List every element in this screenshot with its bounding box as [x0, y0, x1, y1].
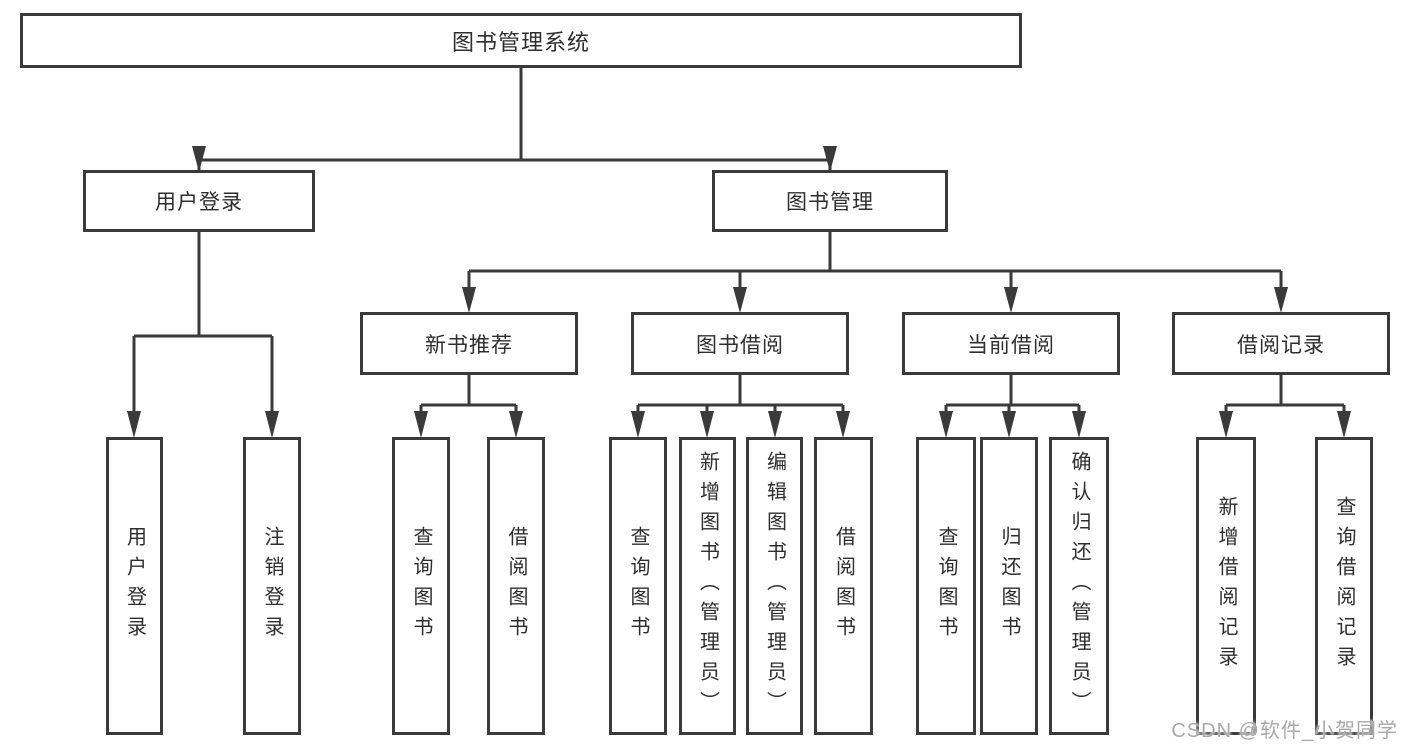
node-borrowing-records: 借阅记录 [1172, 312, 1390, 375]
node-current-borrowing-label: 当前借阅 [967, 333, 1055, 357]
leaf-return-book: 归还图书 [980, 437, 1038, 735]
node-user-login-label: 用户登录 [155, 191, 243, 214]
leaf-edit-book-admin-label: 编辑图书（管理员） [763, 451, 786, 721]
node-root: 图书管理系统 [20, 13, 1022, 68]
node-new-book-recommendation-label: 新书推荐 [425, 333, 513, 357]
leaf-add-book-admin-label: 新增图书（管理员） [696, 451, 719, 721]
leaf-return-book-label: 归还图书 [998, 526, 1020, 646]
leaf-user-login: 用户登录 [106, 437, 163, 735]
leaf-confirm-return-admin: 确认归还（管理员） [1049, 437, 1109, 735]
leaf-query-books-borrowing: 查询图书 [609, 437, 667, 735]
node-current-borrowing: 当前借阅 [902, 312, 1120, 375]
node-book-borrowing-label: 图书借阅 [696, 333, 784, 357]
leaf-borrow-books-recommend-label: 借阅图书 [505, 526, 527, 646]
watermark: CSDN @软件_小贺同学 [1171, 720, 1398, 742]
node-user-login: 用户登录 [83, 170, 315, 232]
node-new-book-recommendation: 新书推荐 [360, 312, 578, 375]
leaf-add-borrow-record: 新增借阅记录 [1196, 437, 1256, 735]
leaf-borrow-books-borrowing: 借阅图书 [814, 437, 873, 735]
leaf-query-books-current: 查询图书 [916, 437, 976, 735]
leaf-query-borrow-record: 查询借阅记录 [1315, 437, 1373, 735]
leaf-user-login-label: 用户登录 [123, 526, 146, 646]
leaf-edit-book-admin: 编辑图书（管理员） [746, 437, 803, 735]
leaf-add-borrow-record-label: 新增借阅记录 [1215, 496, 1237, 676]
leaf-query-books-recommend-label: 查询图书 [410, 526, 432, 646]
node-book-borrowing: 图书借阅 [631, 312, 849, 375]
node-book-management: 图书管理 [712, 170, 948, 232]
node-book-management-label: 图书管理 [786, 191, 874, 214]
leaf-confirm-return-admin-label: 确认归还（管理员） [1068, 451, 1090, 721]
node-borrowing-records-label: 借阅记录 [1237, 333, 1325, 357]
leaf-logout: 注销登录 [243, 437, 301, 735]
leaf-borrow-books-borrowing-label: 借阅图书 [832, 526, 855, 646]
node-root-label: 图书管理系统 [451, 29, 590, 55]
tree-edges [132, 68, 1346, 432]
leaf-query-borrow-record-label: 查询借阅记录 [1333, 496, 1355, 676]
leaf-query-books-recommend: 查询图书 [392, 437, 450, 735]
leaf-borrow-books-recommend: 借阅图书 [487, 437, 545, 735]
leaf-query-books-current-label: 查询图书 [935, 526, 957, 646]
leaf-logout-label: 注销登录 [261, 526, 283, 646]
leaf-query-books-borrowing-label: 查询图书 [627, 526, 649, 646]
leaf-add-book-admin: 新增图书（管理员） [679, 437, 736, 735]
